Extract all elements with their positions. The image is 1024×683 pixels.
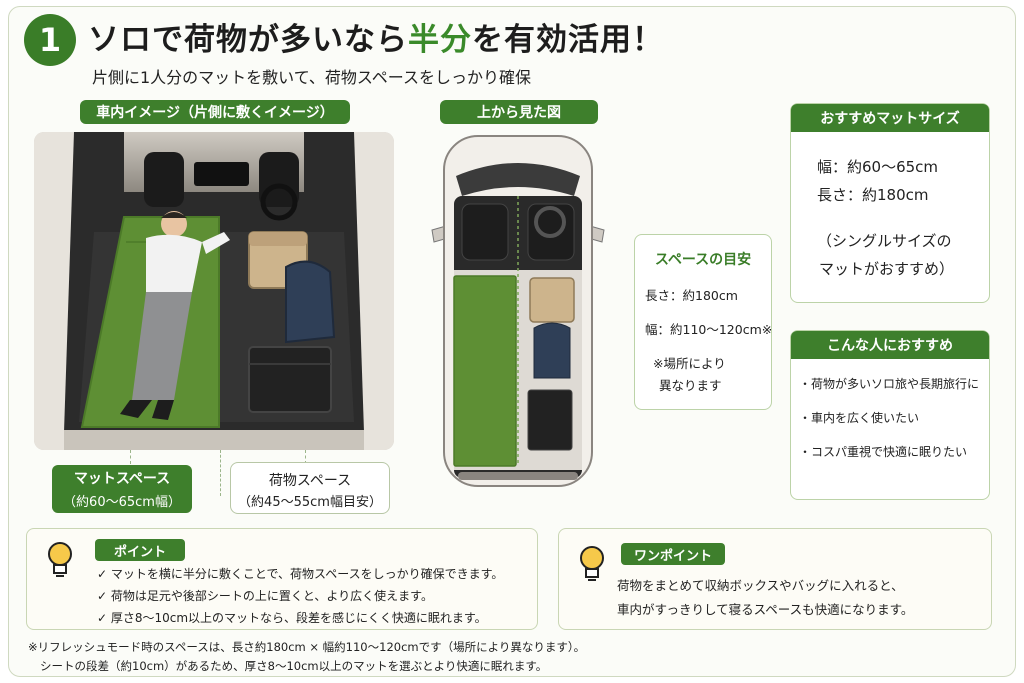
footnote-line-1: ※リフレッシュモード時のスペースは、長さ約180cm × 幅約110〜120cm…: [28, 640, 586, 654]
title-highlight: 半分: [408, 22, 472, 58]
point-card: ポイント ✓ マットを横に半分に敷くことで、荷物スペースをしっかり確保できます。…: [26, 528, 538, 630]
mat-size-length: 長さ：約180cm: [817, 186, 929, 204]
mat-size-title: おすすめマットサイズ: [791, 104, 989, 132]
lightbulb-icon: [48, 542, 72, 577]
step-number-badge: 1: [24, 14, 76, 66]
space-guide-width: 幅：約110〜120cm※: [645, 322, 773, 337]
top-view-car-illustration: [431, 135, 605, 487]
recommend-item: ・コスパ重視で快適に眠りたい: [799, 445, 968, 459]
recommend-item: ・車内を広く使いたい: [799, 411, 920, 425]
footnote-line-2: シートの段差（約10cm）があるため、厚さ8〜10cm以上のマットを選ぶとより快…: [40, 659, 548, 673]
onepoint-line-1: 荷物をまとめて収納ボックスやバッグに入れると、: [617, 578, 904, 593]
mat-space-label-1: マットスペース: [73, 471, 171, 487]
car-interior-photo: [34, 132, 394, 450]
cargo-space-label-1: 荷物スペース: [268, 473, 352, 489]
divider-dash-mat: [130, 450, 131, 464]
recommend-item: ・荷物が多いソロ旅や長期旅行に: [799, 377, 980, 391]
space-guide-note-1: ※場所により: [653, 356, 726, 371]
onepoint-card: ワンポイント 荷物をまとめて収納ボックスやバッグに入れると、 車内がすっきりして…: [558, 528, 992, 630]
photo-section-label: 車内イメージ（片側に敷くイメージ）: [80, 100, 350, 124]
page-title: ソロで荷物が多いなら半分を有効活用！: [88, 14, 664, 59]
cargo-space-label: 荷物スペース （約45〜55cm幅目安）: [230, 462, 390, 514]
page-subtitle: 片側に1人分のマットを敷いて、荷物スペースをしっかり確保: [92, 68, 531, 87]
car-interior-illustration: [34, 132, 394, 450]
point-item: ✓ 厚さ8〜10cm以上のマットなら、段差を感じにくく快適に眠れます。: [97, 611, 487, 625]
point-item: ✓ 荷物は足元や後部シートの上に置くと、より広く使えます。: [97, 589, 433, 603]
mat-size-note-2: マットがおすすめ）: [819, 260, 955, 278]
onepoint-line-2: 車内がすっきりして寝るスペースも快適になります。: [617, 602, 914, 617]
recommend-title: こんな人におすすめ: [791, 331, 989, 359]
onepoint-tag: ワンポイント: [621, 543, 725, 565]
point-item: ✓ マットを横に半分に敷くことで、荷物スペースをしっかり確保できます。: [97, 567, 504, 581]
top-view-label: 上から見た図: [440, 100, 598, 124]
space-guide-title: スペースの目安: [654, 252, 752, 268]
mat-space-label-2: （約60〜65cm幅）: [63, 495, 181, 510]
space-guide-length: 長さ：約180cm: [645, 288, 738, 303]
space-guide-note-2: 異なります: [659, 378, 722, 393]
recommend-card: こんな人におすすめ ・荷物が多いソロ旅や長期旅行に ・車内を広く使いたい ・コス…: [790, 330, 990, 500]
mat-size-width: 幅：約60〜65cm: [817, 158, 939, 176]
cargo-space-label-2: （約45〜55cm幅目安）: [238, 495, 382, 510]
point-tag: ポイント: [95, 539, 185, 561]
title-pre: ソロで荷物が多いなら: [88, 22, 408, 58]
divider-dash: [220, 450, 221, 496]
mat-size-card: おすすめマットサイズ 幅：約60〜65cm 長さ：約180cm （シングルサイズ…: [790, 103, 990, 303]
title-post: を有効活用！: [472, 22, 664, 58]
top-view-diagram: [428, 130, 608, 492]
divider-dash-cargo: [305, 450, 306, 464]
mat-space-label: マットスペース （約60〜65cm幅）: [52, 465, 192, 513]
mat-size-note-1: （シングルサイズの: [817, 232, 952, 250]
space-guide-card: スペースの目安 長さ：約180cm 幅：約110〜120cm※ ※場所により 異…: [634, 234, 772, 410]
lightbulb-icon: [580, 546, 604, 581]
